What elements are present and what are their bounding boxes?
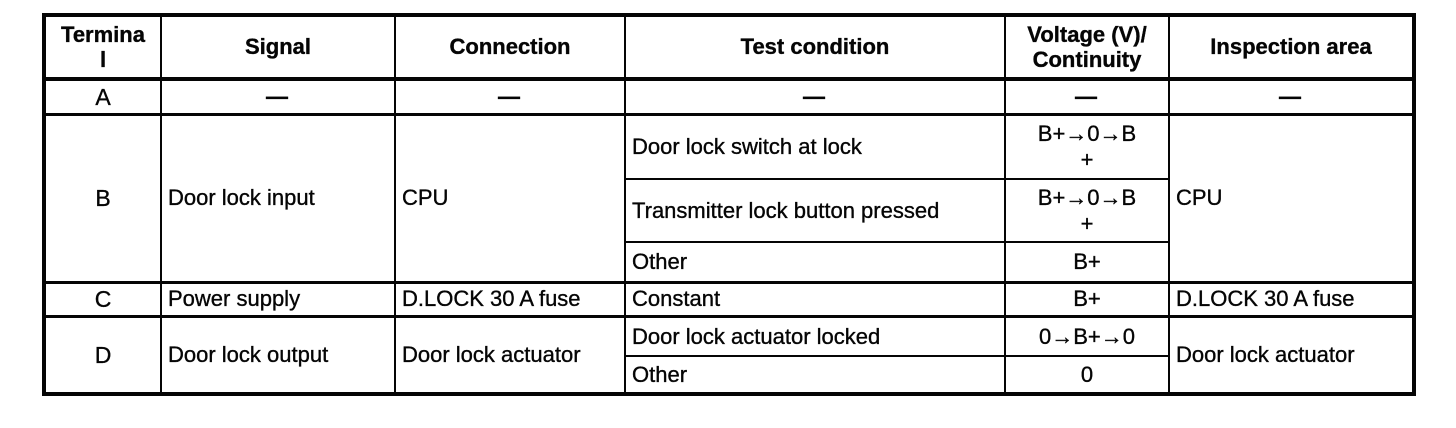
- test-condition-cell: Other: [624, 355, 1006, 395]
- inspection-area-cell: —: [1168, 78, 1415, 115]
- terminal-diagnostic-table: Terminal Signal Connection Test conditio…: [42, 13, 1416, 396]
- voltage-value: B+→0→B+: [1037, 185, 1137, 236]
- col-header-connection: Connection: [394, 14, 626, 81]
- col-header-inspection-area: Inspection area: [1168, 14, 1415, 81]
- col-header-terminal-label: Terminal: [61, 21, 145, 73]
- terminal-cell: C: [43, 280, 162, 317]
- test-condition-cell: —: [624, 78, 1006, 115]
- voltage-cell: 0: [1004, 355, 1170, 395]
- row-c: C Power supply D.LOCK 30 A fuse Constant…: [43, 280, 1415, 317]
- connection-cell: D.LOCK 30 A fuse: [394, 280, 626, 317]
- test-condition-cell: Constant: [624, 280, 1006, 317]
- signal-cell: Power supply: [160, 280, 396, 317]
- voltage-cell: —: [1004, 78, 1170, 115]
- voltage-cell: B+: [1004, 241, 1170, 283]
- connection-cell: —: [394, 78, 626, 115]
- terminal-cell: B: [43, 112, 162, 283]
- col-header-terminal: Terminal: [43, 14, 162, 81]
- test-condition-cell: Other: [624, 241, 1006, 283]
- voltage-cell: B+: [1004, 280, 1170, 317]
- col-header-voltage-continuity: Voltage (V)/ Continuity: [1004, 14, 1170, 81]
- signal-cell: Door lock output: [160, 314, 396, 395]
- connection-cell: CPU: [394, 112, 626, 283]
- test-condition-cell: Door lock switch at lock: [624, 112, 1006, 180]
- test-condition-cell: Transmitter lock button pressed: [624, 178, 1006, 243]
- voltage-cell: B+→0→B+: [1004, 178, 1170, 243]
- inspection-area-cell: CPU: [1168, 112, 1415, 283]
- header-row: Terminal Signal Connection Test conditio…: [43, 14, 1415, 81]
- inspection-area-cell: Door lock actuator: [1168, 314, 1415, 395]
- row-d-1: D Door lock output Door lock actuator Do…: [43, 314, 1415, 395]
- test-condition-cell: Door lock actuator locked: [624, 314, 1006, 357]
- signal-cell: Door lock input: [160, 112, 396, 283]
- voltage-cell: B+→0→B+: [1004, 112, 1170, 180]
- voltage-value: B+: [1073, 249, 1101, 275]
- signal-cell: —: [160, 78, 396, 115]
- voltage-value: B+: [1073, 286, 1101, 312]
- col-header-signal: Signal: [160, 14, 396, 81]
- row-d-2: Other 0: [44, 355, 1414, 395]
- voltage-value: B+→0→B+: [1037, 121, 1137, 172]
- col-header-test-condition: Test condition: [624, 14, 1006, 81]
- row-b-2: Transmitter lock button pressed B+→0→B+: [44, 178, 1414, 243]
- voltage-value: 0→B+→0: [1039, 323, 1135, 349]
- voltage-value: 0: [1080, 361, 1094, 387]
- voltage-cell: 0→B+→0: [1004, 314, 1170, 357]
- row-a: A — — — — —: [43, 78, 1415, 115]
- inspection-area-cell: D.LOCK 30 A fuse: [1168, 280, 1415, 317]
- connection-cell: Door lock actuator: [394, 314, 626, 395]
- terminal-cell: A: [43, 78, 162, 115]
- terminal-cell: D: [43, 314, 162, 395]
- row-b-1: B Door lock input CPU Door lock switch a…: [43, 112, 1415, 283]
- row-b-3: Other B+: [44, 241, 1414, 283]
